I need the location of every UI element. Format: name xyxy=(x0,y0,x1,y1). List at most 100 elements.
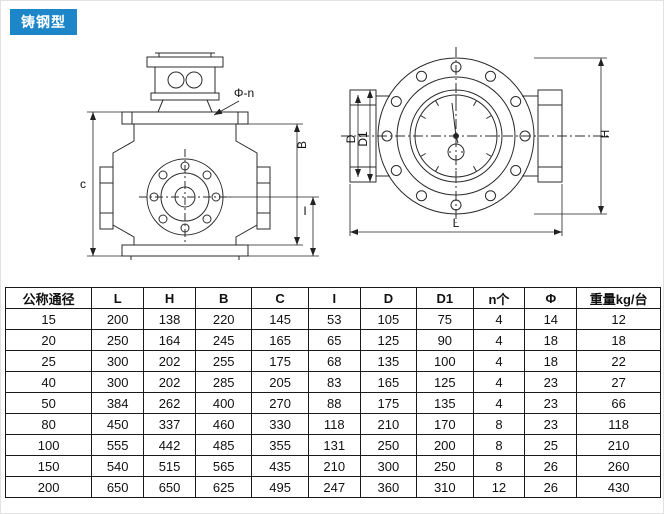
table-cell: 170 xyxy=(416,413,474,435)
table-cell: 247 xyxy=(307,476,361,498)
technical-drawings: Φ-n c B I xyxy=(80,47,612,260)
table-cell: 460 xyxy=(194,413,253,435)
table-cell: 650 xyxy=(143,476,196,498)
table-cell: 18 xyxy=(524,329,578,351)
dim-label-l: L xyxy=(453,216,460,230)
table-cell: 18 xyxy=(576,329,661,351)
table-cell: 200 xyxy=(4,476,93,498)
table-cell: 65 xyxy=(307,329,361,351)
table-cell: 442 xyxy=(143,434,196,456)
table-cell: 27 xyxy=(576,371,661,393)
column-header: 重量kg/台 xyxy=(576,287,661,309)
column-header: H xyxy=(143,287,196,309)
table-cell: 262 xyxy=(143,392,196,414)
front-view-dimensions xyxy=(87,100,319,257)
table-cell: 150 xyxy=(4,455,93,477)
table-cell: 625 xyxy=(194,476,253,498)
table-cell: 220 xyxy=(194,308,253,330)
type-badge: 铸钢型 xyxy=(10,9,77,35)
table-cell: 88 xyxy=(307,392,361,414)
table-cell: 12 xyxy=(576,308,661,330)
table-cell: 250 xyxy=(359,434,418,456)
table-cell: 66 xyxy=(576,392,661,414)
table-cell: 105 xyxy=(359,308,418,330)
table-cell: 75 xyxy=(416,308,474,330)
table-cell: 485 xyxy=(194,434,253,456)
table-cell: 68 xyxy=(307,350,361,372)
table-cell: 4 xyxy=(472,350,526,372)
dim-label-d: D xyxy=(344,134,358,143)
table-cell: 384 xyxy=(91,392,145,414)
table-cell: 250 xyxy=(91,329,145,351)
table-cell: 255 xyxy=(194,350,253,372)
table-cell: 118 xyxy=(576,413,661,435)
table-cell: 26 xyxy=(524,455,578,477)
table-cell: 285 xyxy=(194,371,253,393)
table-cell: 250 xyxy=(416,455,474,477)
table-cell: 310 xyxy=(416,476,474,498)
table-cell: 4 xyxy=(472,308,526,330)
table-cell: 23 xyxy=(524,392,578,414)
table-cell: 202 xyxy=(143,371,196,393)
table-cell: 400 xyxy=(194,392,253,414)
side-view-drawing xyxy=(341,47,611,223)
table-cell: 145 xyxy=(251,308,309,330)
table-cell: 8 xyxy=(472,455,526,477)
table-cell: 202 xyxy=(143,350,196,372)
table-cell: 25 xyxy=(4,350,93,372)
dim-label-d1: D1 xyxy=(356,131,370,147)
dim-label-i: I xyxy=(303,204,306,218)
table-cell: 515 xyxy=(143,455,196,477)
table-cell: 15 xyxy=(4,308,93,330)
table-cell: 205 xyxy=(251,371,309,393)
table-cell: 540 xyxy=(91,455,145,477)
table-cell: 8 xyxy=(472,413,526,435)
table-cell: 270 xyxy=(251,392,309,414)
table-cell: 337 xyxy=(143,413,196,435)
table-cell: 300 xyxy=(359,455,418,477)
table-cell: 430 xyxy=(576,476,661,498)
table-cell: 53 xyxy=(307,308,361,330)
table-cell: 135 xyxy=(359,350,418,372)
table-cell: 18 xyxy=(524,350,578,372)
table-cell: 50 xyxy=(4,392,93,414)
table-cell: 435 xyxy=(251,455,309,477)
table-cell: 175 xyxy=(251,350,309,372)
table-cell: 80 xyxy=(4,413,93,435)
column-header: I xyxy=(307,287,361,309)
table-cell: 165 xyxy=(251,329,309,351)
column-header: B xyxy=(194,287,253,309)
table-cell: 200 xyxy=(91,308,145,330)
table-cell: 8 xyxy=(472,434,526,456)
table-cell: 90 xyxy=(416,329,474,351)
table-cell: 4 xyxy=(472,392,526,414)
table-cell: 300 xyxy=(91,371,145,393)
front-view-drawing xyxy=(99,52,271,260)
column-header: Φ xyxy=(524,287,578,309)
table-cell: 20 xyxy=(4,329,93,351)
dim-label-phi-n: Φ-n xyxy=(234,86,254,100)
table-cell: 210 xyxy=(576,434,661,456)
table-cell: 135 xyxy=(416,392,474,414)
table-cell: 25 xyxy=(524,434,578,456)
column-header: D1 xyxy=(416,287,474,309)
table-cell: 164 xyxy=(143,329,196,351)
column-header: n个 xyxy=(472,287,526,309)
column-header: C xyxy=(251,287,309,309)
table-cell: 4 xyxy=(472,329,526,351)
table-cell: 360 xyxy=(359,476,418,498)
table-cell: 200 xyxy=(416,434,474,456)
table-cell: 23 xyxy=(524,371,578,393)
table-cell: 495 xyxy=(251,476,309,498)
table-cell: 565 xyxy=(194,455,253,477)
table-cell: 23 xyxy=(524,413,578,435)
